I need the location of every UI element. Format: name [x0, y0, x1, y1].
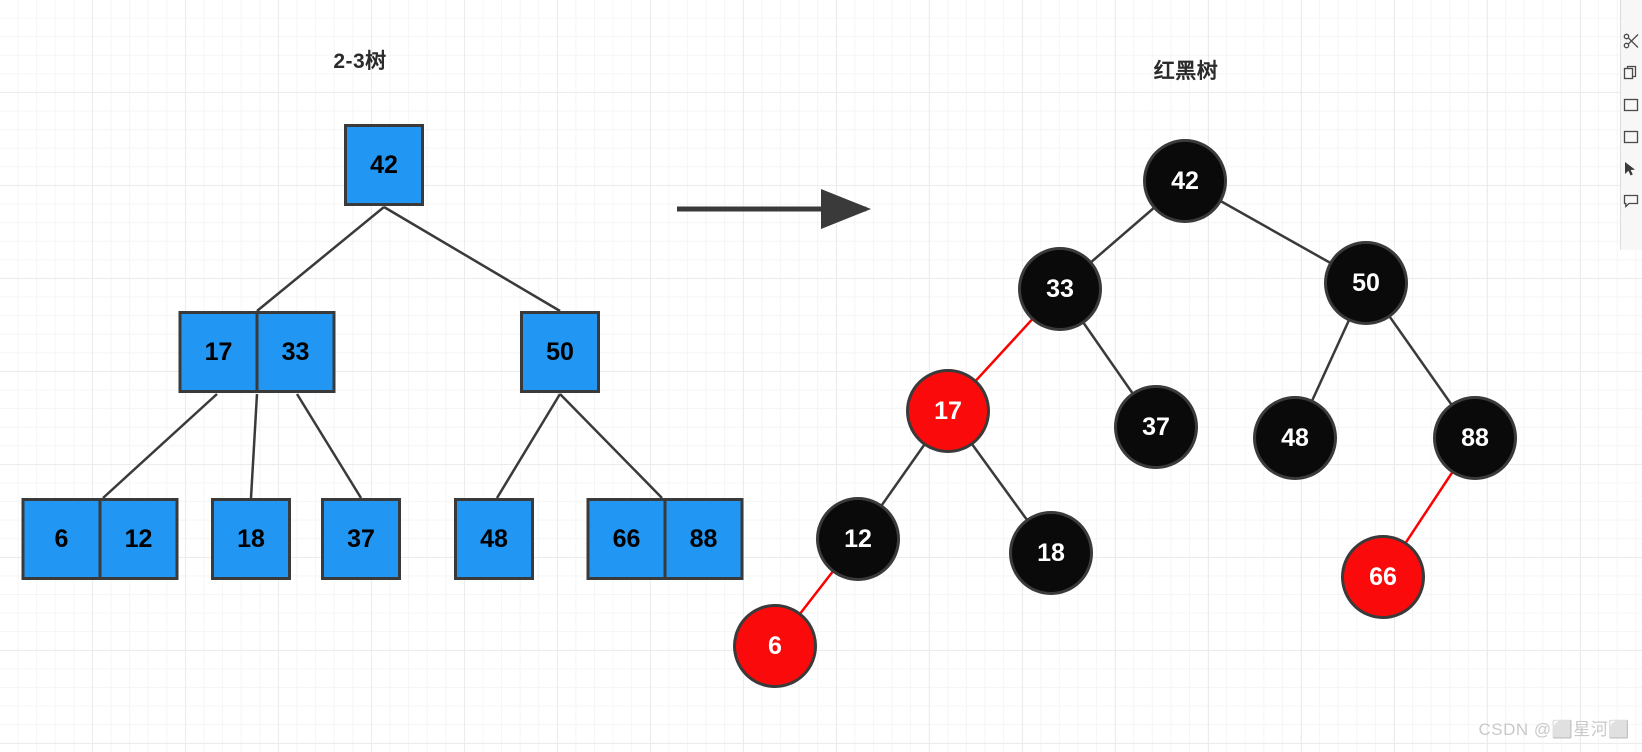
tree23-key: 42 [344, 124, 424, 206]
copy-icon[interactable] [1623, 62, 1641, 84]
tree23-node-37[interactable]: 37 [321, 498, 401, 580]
pointer-icon[interactable] [1623, 158, 1641, 180]
tree23-key: 88 [663, 498, 744, 580]
right-toolbar[interactable] [1620, 0, 1642, 250]
rbtree-node-42[interactable]: 42 [1143, 139, 1227, 223]
tree23-key: 66 [586, 498, 667, 580]
scissors-icon[interactable] [1623, 30, 1641, 52]
tree23-node-17-33[interactable]: 17 33 [178, 311, 336, 393]
tree23-key: 18 [211, 498, 291, 580]
rbtree-node-66[interactable]: 66 [1341, 535, 1425, 619]
rbtree-node-17[interactable]: 17 [906, 369, 990, 453]
tree23-key: 33 [255, 311, 336, 393]
two-three-tree-title: 2-3树 [333, 50, 387, 73]
tree23-key: 12 [98, 498, 179, 580]
tree23-key: 50 [520, 311, 600, 393]
red-black-tree-title: 红黑树 [1153, 60, 1219, 83]
tree23-node-6-12[interactable]: 6 12 [21, 498, 179, 580]
tree23-key: 6 [21, 498, 102, 580]
rbtree-node-50[interactable]: 50 [1324, 241, 1408, 325]
rbtree-node-12[interactable]: 12 [816, 497, 900, 581]
tree23-node-42[interactable]: 42 [344, 124, 424, 206]
rectangle-icon[interactable] [1623, 94, 1641, 116]
rbtree-node-88[interactable]: 88 [1433, 396, 1517, 480]
rbtree-node-6[interactable]: 6 [733, 604, 817, 688]
tree23-node-66-88[interactable]: 66 88 [586, 498, 744, 580]
csdn-watermark: CSDN @⬜星河⬜ [1478, 720, 1630, 739]
tree23-node-50[interactable]: 50 [520, 311, 600, 393]
tree23-key: 37 [321, 498, 401, 580]
tree23-key: 48 [454, 498, 534, 580]
tree23-key: 17 [178, 311, 259, 393]
tree23-node-48[interactable]: 48 [454, 498, 534, 580]
rbtree-node-48[interactable]: 48 [1253, 396, 1337, 480]
rbtree-node-37[interactable]: 37 [1114, 385, 1198, 469]
rbtree-node-18[interactable]: 18 [1009, 511, 1093, 595]
rbtree-node-33[interactable]: 33 [1018, 247, 1102, 331]
tree23-node-18[interactable]: 18 [211, 498, 291, 580]
rectangle-outline-icon[interactable] [1623, 126, 1641, 148]
note-icon[interactable] [1623, 190, 1641, 212]
